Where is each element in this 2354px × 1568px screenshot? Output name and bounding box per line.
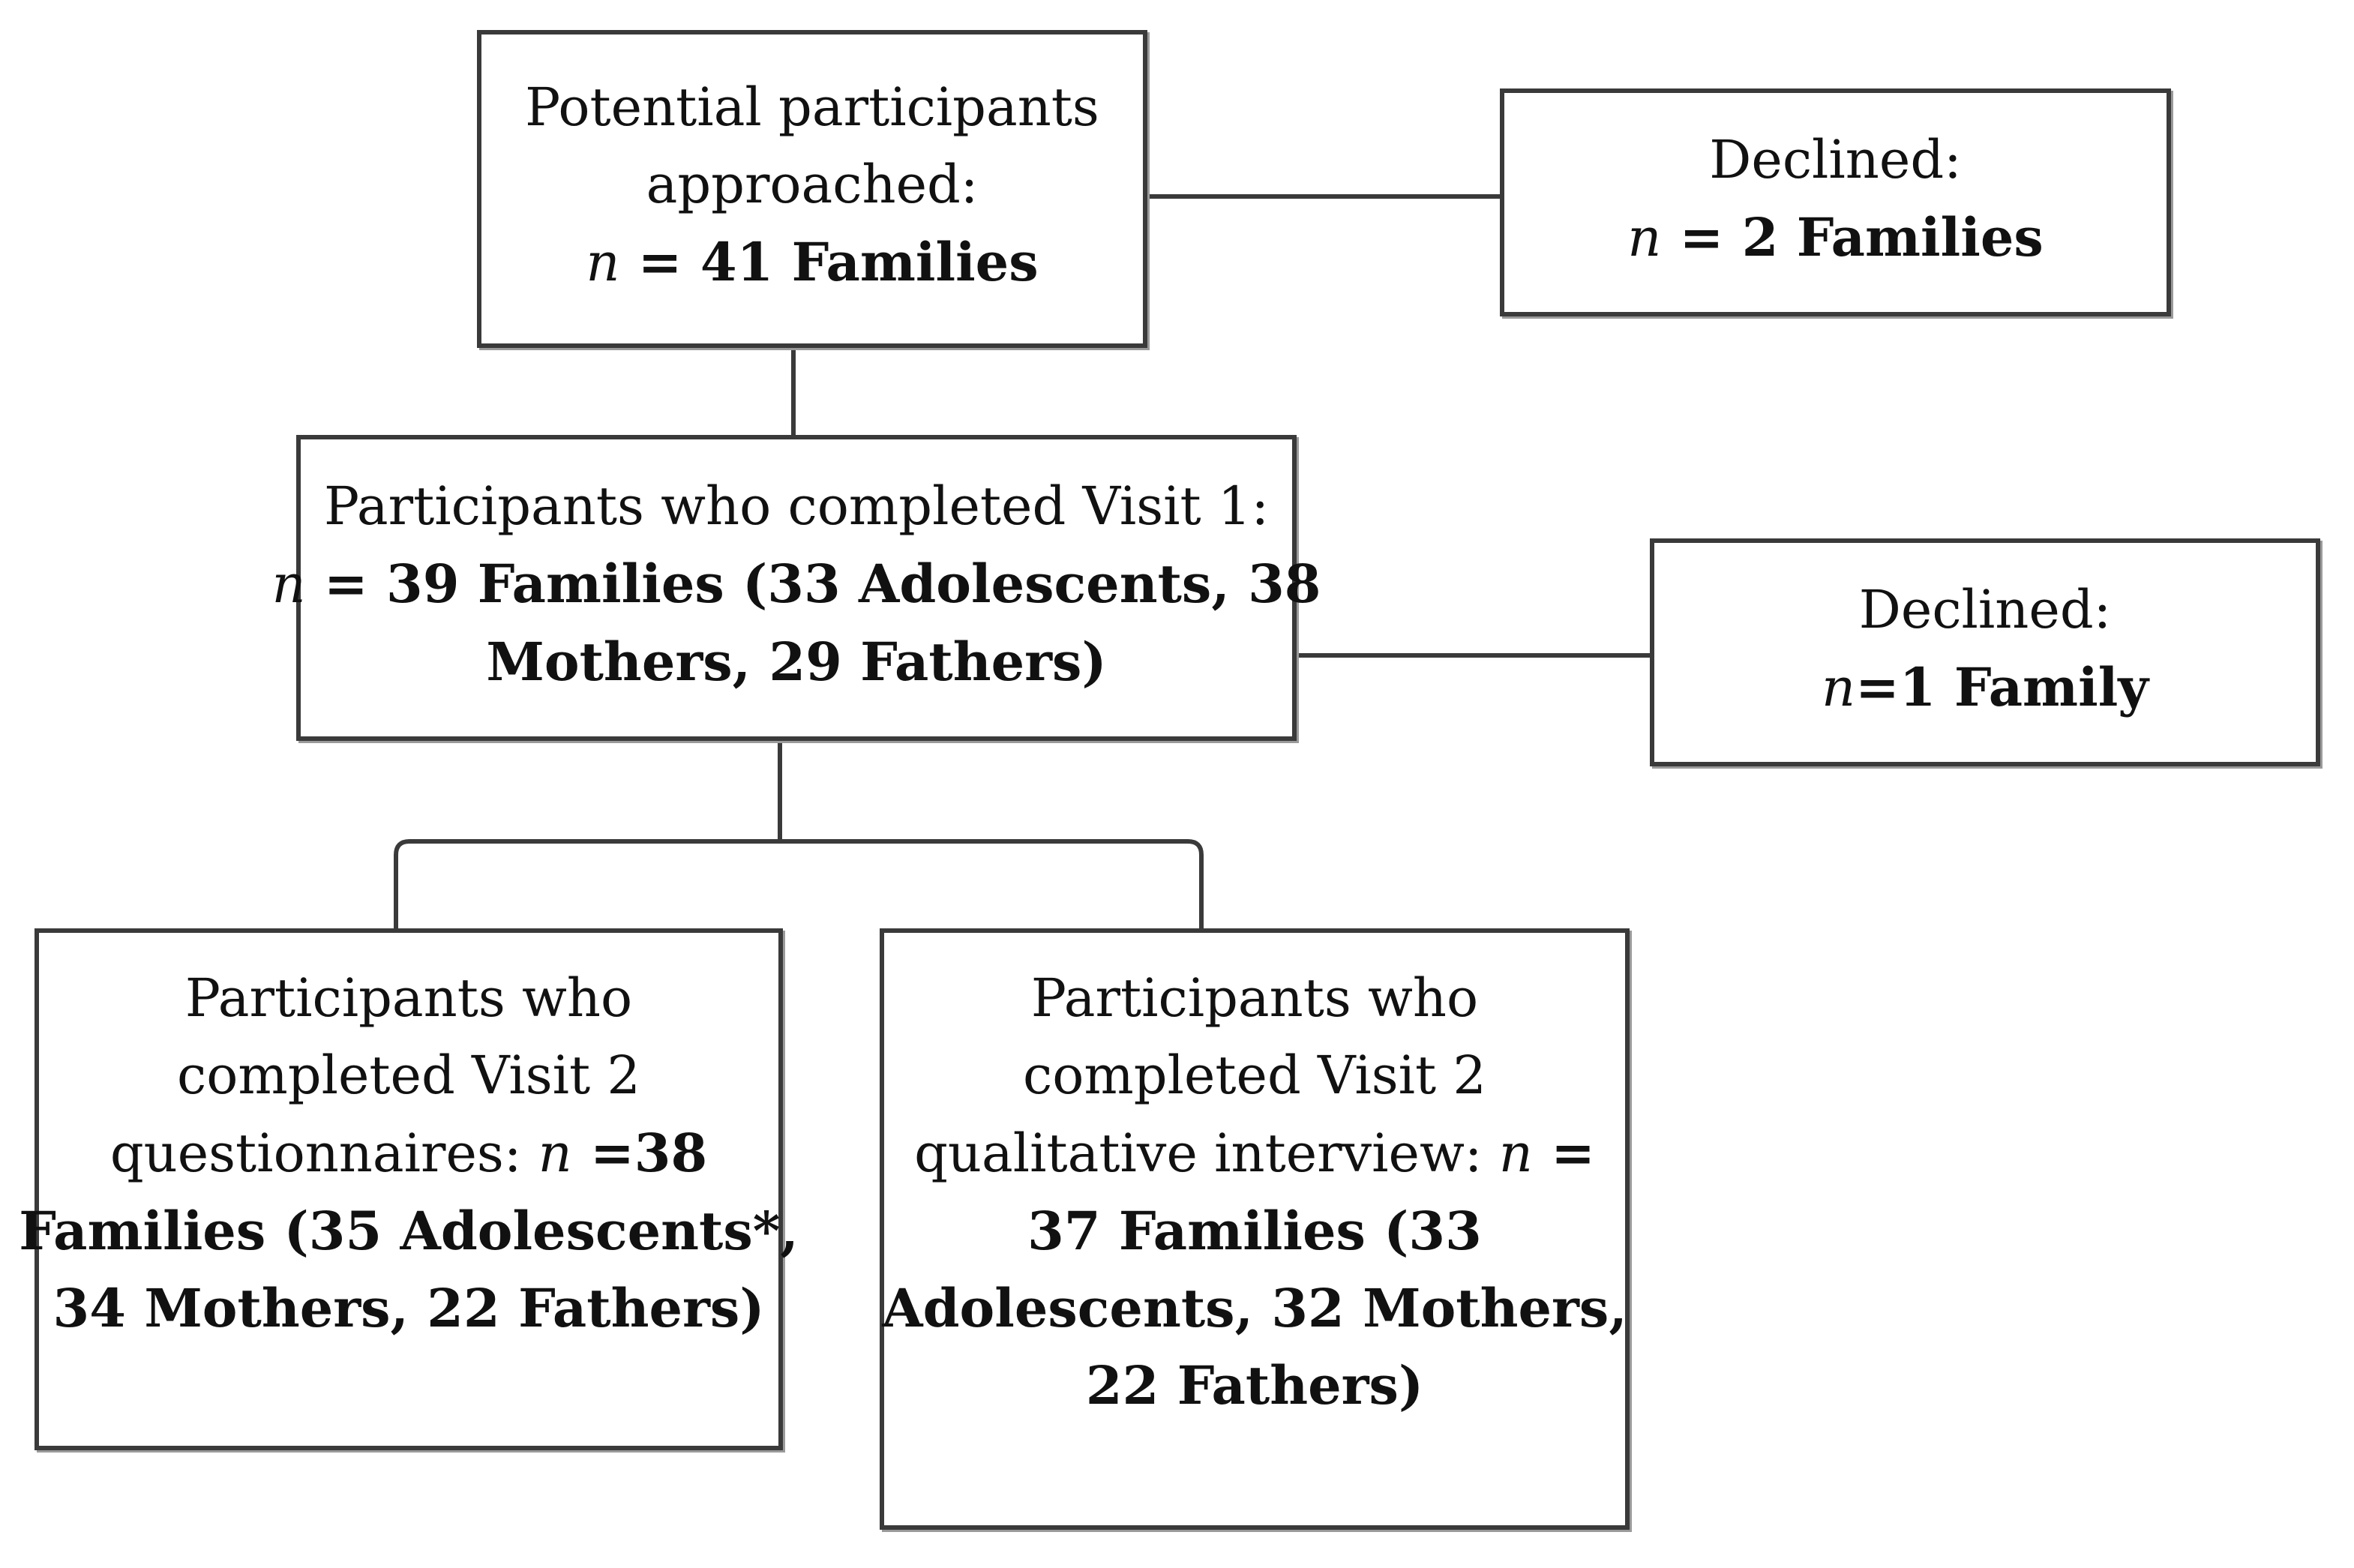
n-symbol: n [1498, 1123, 1533, 1184]
visit2-i-line-4: 37 Families (33 [1027, 1200, 1482, 1262]
visit2-i-line-5: Adolescents, 32 Mothers, [882, 1277, 1627, 1339]
declined-second-count-text: =1 Family [1855, 655, 2149, 718]
declined-box-second: Declined: n=1 Family [1650, 538, 2320, 766]
visit2-i-equals: = [1532, 1122, 1595, 1184]
n-symbol: n [1627, 206, 1662, 268]
visit2-q-line-1: Participants who [184, 967, 633, 1029]
approached-line-1: Potential participants [525, 76, 1099, 138]
visit2-q-line-5: 34 Mothers, 22 Fathers) [52, 1277, 765, 1339]
declined-second-count: n=1 Family [1822, 649, 2149, 727]
declined-first-label: Declined: [1709, 128, 1962, 190]
declined-second-label: Declined: [1858, 578, 2112, 640]
declined-box-first: Declined: n = 2 Families [1500, 88, 2171, 316]
visit2-questionnaires-box: Participants who completed Visit 2 quest… [19, 928, 799, 1450]
visit2-q-line-3-text: questionnaires: [109, 1123, 538, 1184]
visit2-q-line-4: Families (35 Adolescents*, [19, 1200, 799, 1262]
approached-count: n = 41 Families [586, 223, 1038, 301]
visit1-box: Participants who completed Visit 1: n = … [272, 435, 1321, 741]
visit1-line-2: n = 39 Families (33 Adolescents, 38 [272, 545, 1321, 623]
visit2-q-count: =38 [571, 1122, 708, 1184]
visit2-i-line-6: 22 Fathers) [1085, 1354, 1424, 1417]
n-symbol: n [1822, 656, 1856, 718]
declined-first-count-text: = 2 Families [1661, 205, 2044, 268]
visit1-line-3: Mothers, 29 Fathers) [486, 631, 1107, 693]
declined-first-count: n = 2 Families [1627, 199, 2044, 277]
visit1-count-text: = 39 Families (33 Adolescents, 38 [305, 553, 1321, 615]
visit2-i-line-1: Participants who [1030, 967, 1479, 1029]
connector-branch [394, 839, 1204, 931]
visit2-i-line-3-text: qualitative interview: [914, 1123, 1499, 1184]
n-symbol: n [271, 553, 306, 615]
visit2-i-line-3: qualitative interview: n = [914, 1114, 1595, 1192]
visit2-interview-box: Participants who completed Visit 2 quali… [880, 928, 1630, 1530]
visit2-i-line-2: completed Visit 2 [1023, 1045, 1486, 1106]
approached-line-2: approached: [646, 154, 979, 215]
approached-box: Potential participants approached: n = 4… [477, 30, 1147, 348]
approached-count-text: = 41 Families [619, 231, 1039, 293]
visit2-q-line-3: questionnaires: n =38 [110, 1114, 707, 1192]
visit1-line-1: Participants who completed Visit 1: [323, 475, 1270, 537]
n-symbol: n [586, 232, 620, 293]
visit2-q-line-2: completed Visit 2 [177, 1045, 640, 1106]
n-symbol: n [538, 1123, 572, 1184]
